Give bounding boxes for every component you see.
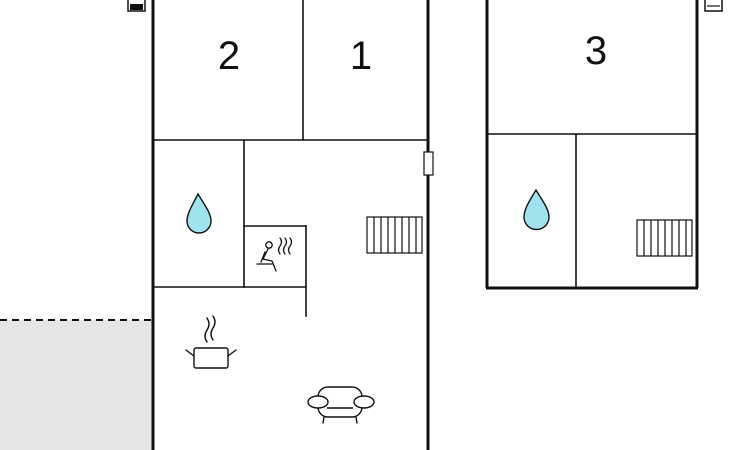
door-marker-icon-right bbox=[704, 0, 723, 12]
door-marker-icon bbox=[127, 0, 146, 12]
room-3-label: 3 bbox=[584, 29, 608, 73]
water-drop-icon bbox=[186, 192, 212, 234]
sauna-icon bbox=[256, 237, 293, 272]
room-1-label: 1 bbox=[349, 34, 373, 78]
right-building-walls bbox=[485, 0, 699, 290]
stairs-icon-right bbox=[636, 219, 693, 257]
window-icon bbox=[423, 151, 434, 176]
water-drop-icon-right bbox=[523, 188, 550, 231]
cooking-pot-icon bbox=[185, 315, 237, 369]
stairs-icon bbox=[366, 216, 423, 254]
sofa-icon bbox=[307, 386, 375, 424]
left-building-walls bbox=[151, 0, 430, 450]
terrace-area bbox=[0, 320, 153, 450]
room-2-label: 2 bbox=[217, 34, 241, 78]
